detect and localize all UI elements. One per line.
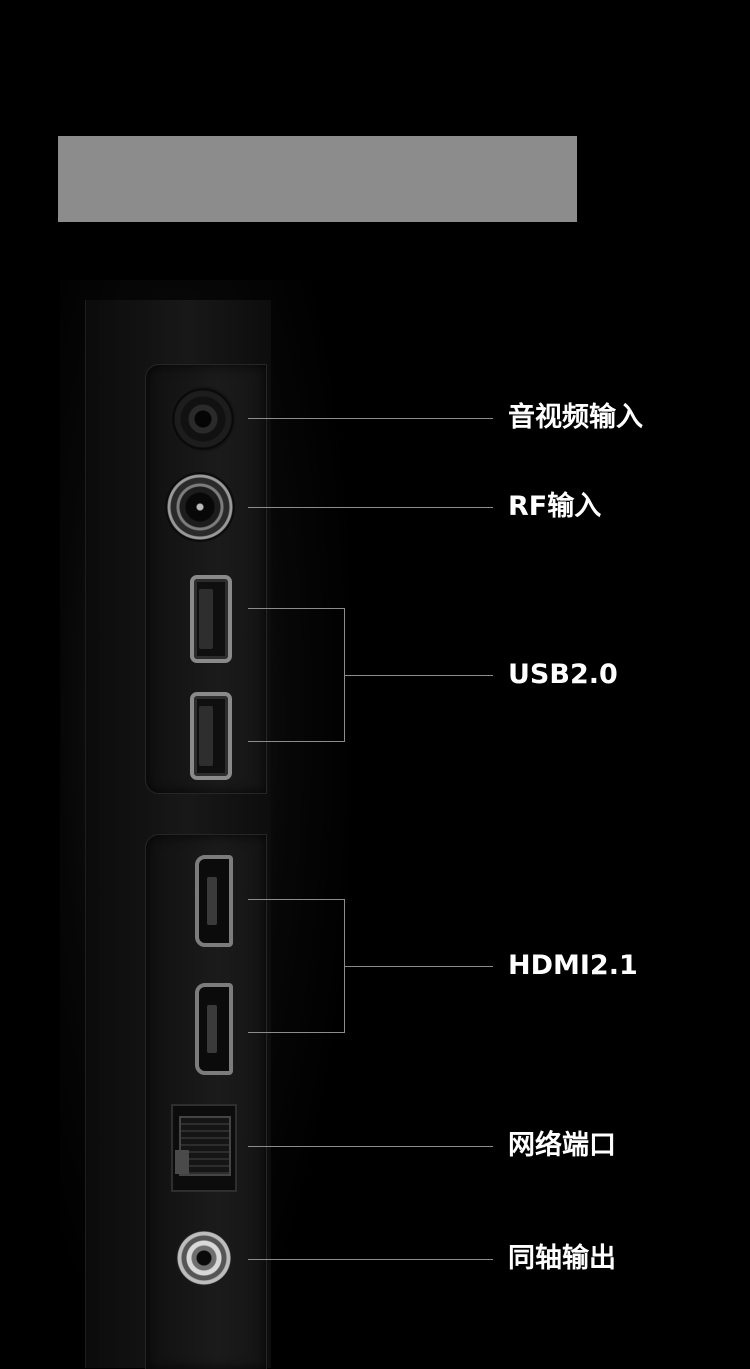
label-rf-input: RF输入 (508, 491, 602, 522)
label-av-input: 音视频输入 (508, 402, 643, 433)
label-hdmi: HDMI2.1 (508, 950, 638, 981)
leader-line-ethernet (248, 1146, 493, 1147)
usb-port-icon (190, 692, 232, 780)
usb-port-icon (190, 575, 232, 663)
av-jack-icon (172, 388, 234, 450)
coaxial-port-icon (176, 1230, 232, 1286)
label-usb: USB2.0 (508, 659, 618, 690)
leader-line-usb-2 (248, 741, 344, 742)
leader-line-av (248, 418, 493, 419)
leader-line-coax (248, 1259, 493, 1260)
hdmi-port-icon (195, 983, 233, 1075)
leader-line-hdmi-1 (248, 899, 344, 900)
hdmi-port-icon (195, 855, 233, 947)
label-ethernet: 网络端口 (508, 1130, 616, 1161)
rf-port-icon (165, 472, 235, 542)
leader-line-rf (248, 507, 493, 508)
leader-line-hdmi (344, 966, 493, 967)
ethernet-port-icon (171, 1104, 237, 1192)
leader-line-usb (344, 675, 493, 676)
leader-line-hdmi-2 (248, 1032, 344, 1033)
leader-line-usb-1 (248, 608, 344, 609)
headline-line-2: 满足生活所需 (58, 136, 430, 222)
label-coaxial-output: 同轴输出 (508, 1243, 616, 1274)
